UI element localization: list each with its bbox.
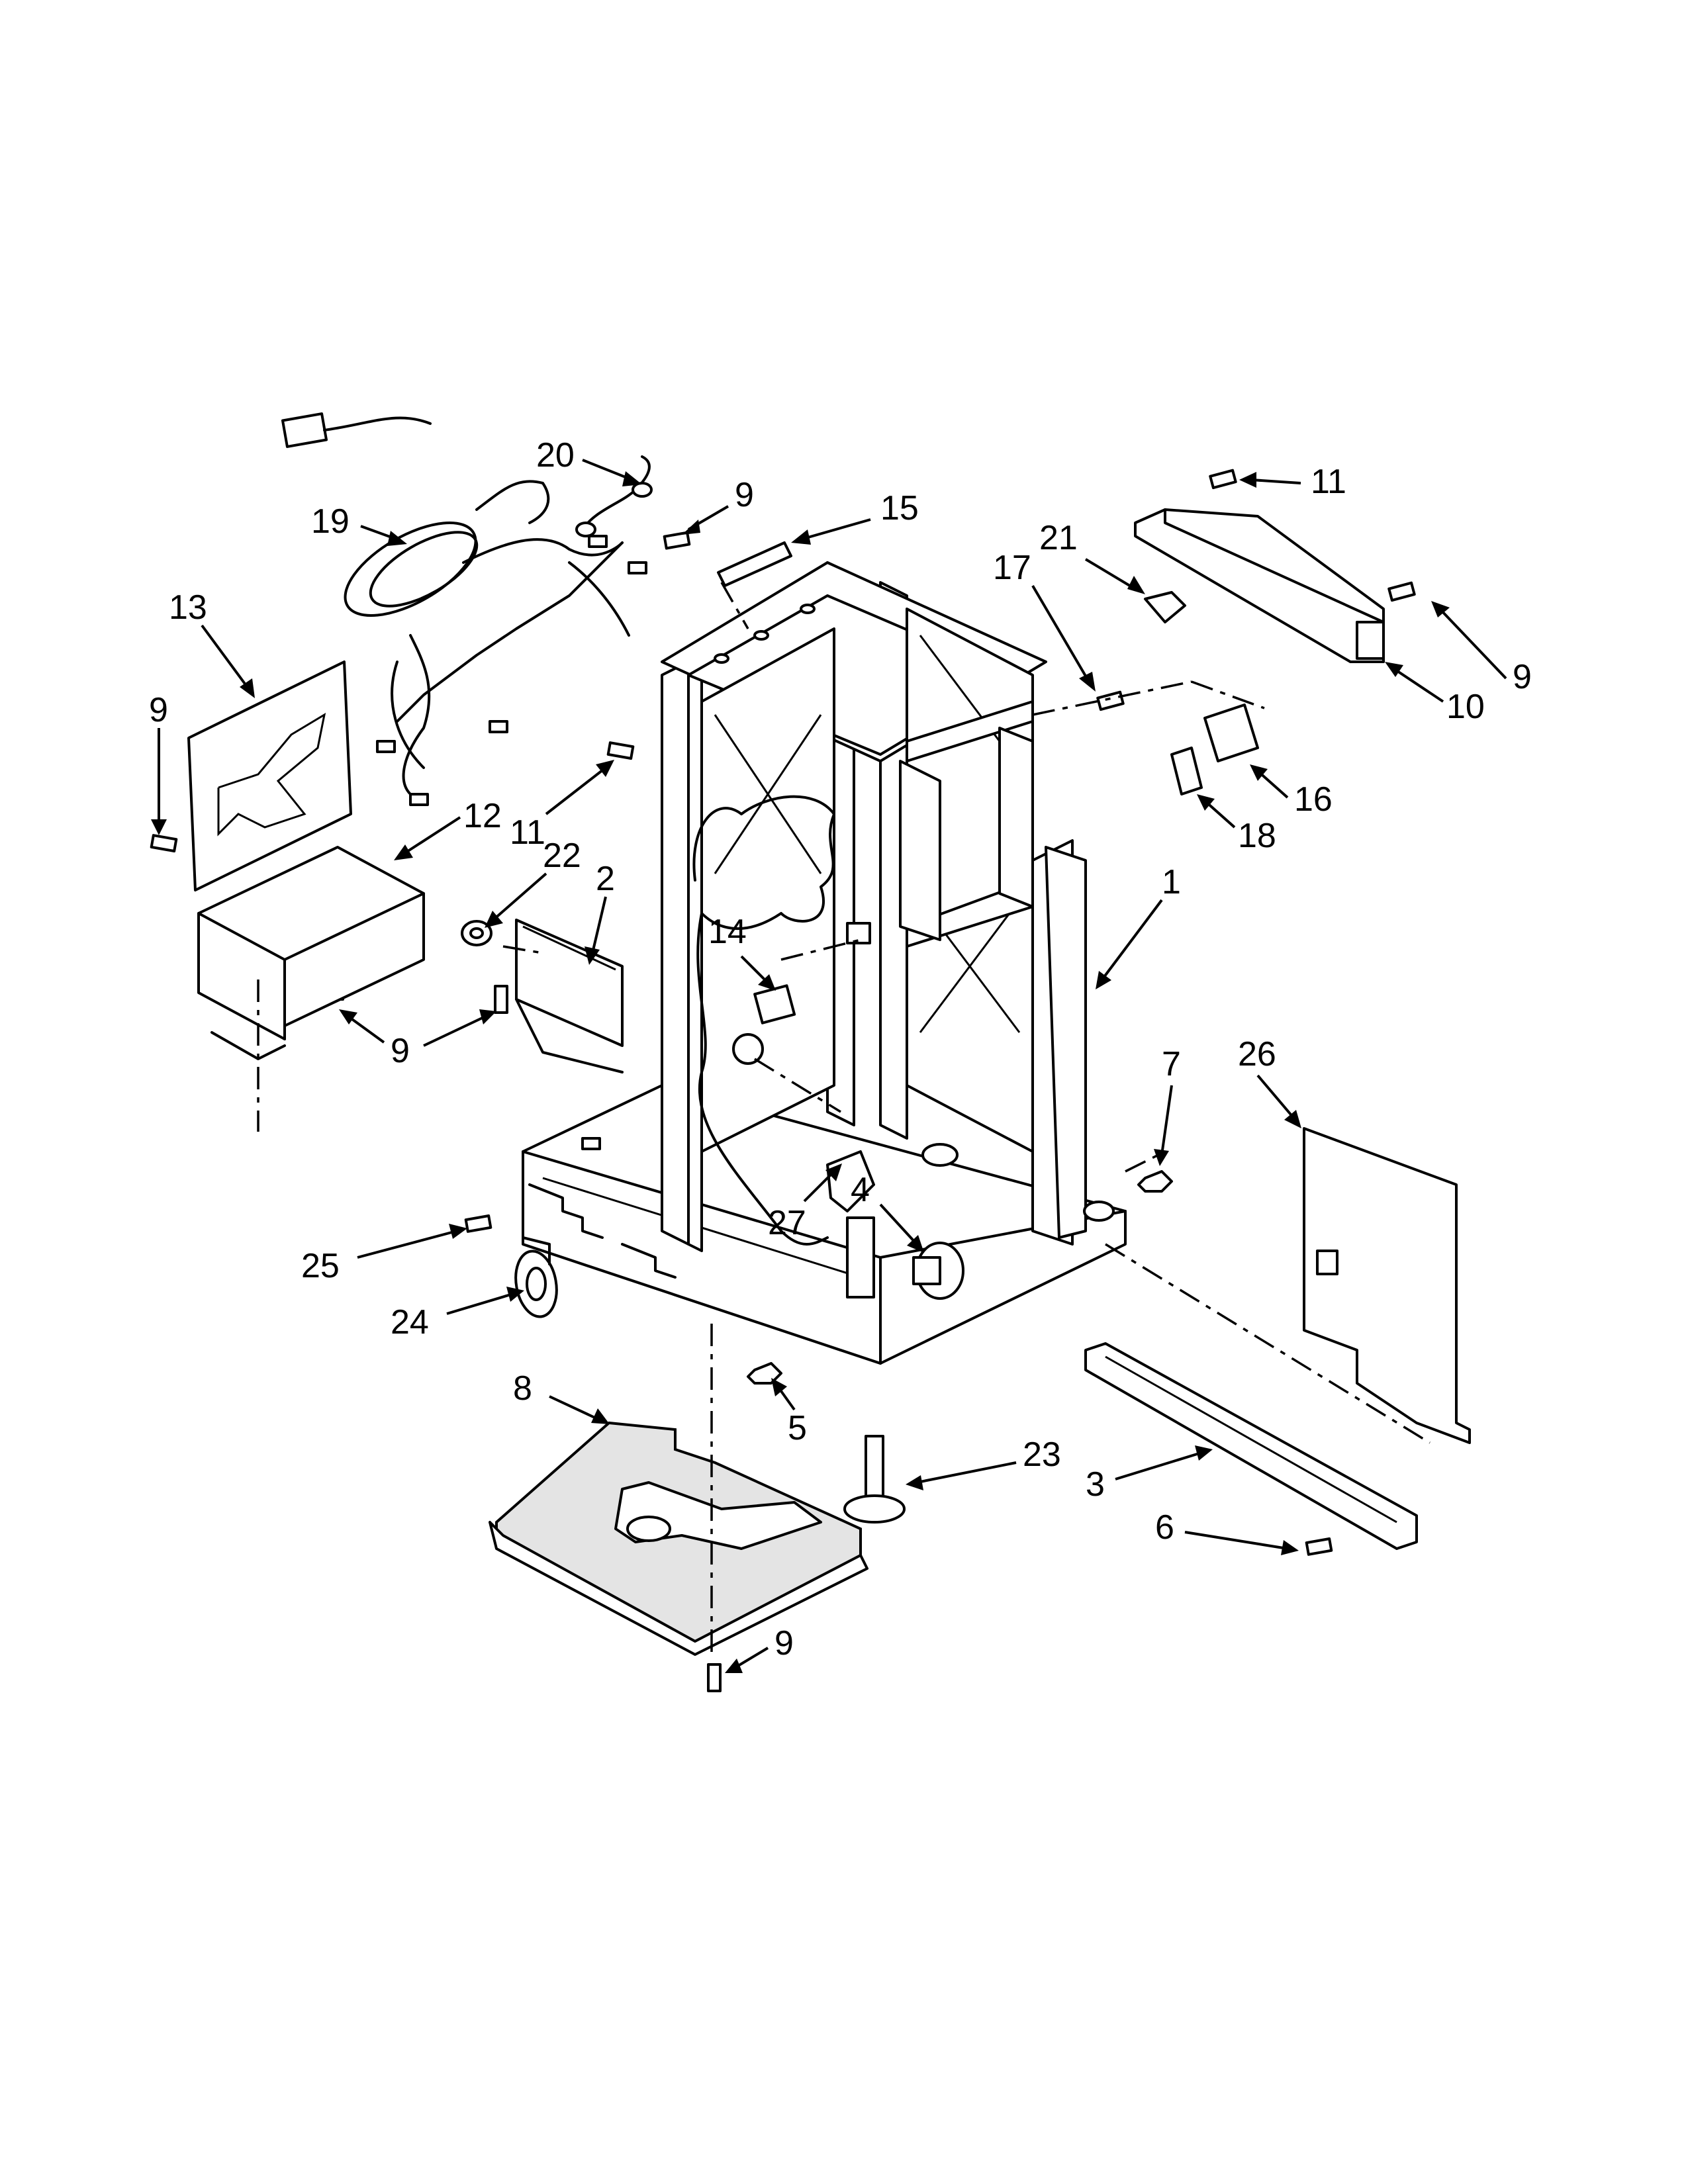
- side-panel: [1303, 1127, 1471, 1444]
- callout-9-right: 9: [1513, 658, 1532, 696]
- callout-26: 26: [1238, 1035, 1276, 1073]
- switch-assembly: [1144, 591, 1259, 796]
- callout-11-top: 11: [1311, 463, 1346, 501]
- callout-16: 16: [1294, 780, 1333, 819]
- callout-24: 24: [391, 1303, 429, 1342]
- control-box: [197, 846, 492, 1132]
- callout-19: 19: [311, 502, 350, 541]
- callout-8: 8: [513, 1369, 532, 1408]
- callout-13: 13: [169, 588, 207, 627]
- callout-25: 25: [301, 1247, 340, 1285]
- assembly-lines: [502, 582, 1430, 1444]
- leveling-leg: [843, 1435, 906, 1524]
- base-pan: [489, 1324, 868, 1656]
- callout-20: 20: [536, 436, 575, 475]
- callout-7: 7: [1162, 1045, 1181, 1083]
- callout-12: 12: [463, 797, 502, 835]
- callout-21: 21: [1039, 519, 1078, 557]
- callout-6: 6: [1155, 1508, 1174, 1547]
- callout-2: 2: [596, 860, 615, 898]
- caster-wheel: [514, 1236, 558, 1318]
- callout-9-top: 9: [735, 476, 754, 514]
- callout-9-bottom: 9: [774, 1624, 794, 1662]
- callout-5: 5: [788, 1409, 807, 1447]
- callout-17: 17: [993, 549, 1031, 587]
- callout-22: 22: [543, 837, 581, 875]
- callout-11-mid: 11: [510, 813, 545, 852]
- small-components: [753, 984, 964, 1300]
- callout-15: 15: [880, 489, 919, 527]
- cabinet-frame: [522, 561, 1127, 1365]
- callout-4: 4: [851, 1171, 870, 1209]
- callout-14: 14: [708, 913, 747, 951]
- rear-panel: [187, 660, 352, 891]
- callout-1: 1: [1162, 863, 1181, 901]
- base-rail: [1084, 1342, 1418, 1550]
- top-bracket: [717, 541, 792, 587]
- top-right-bracket: [1134, 508, 1385, 663]
- callout-3: 3: [1086, 1465, 1105, 1504]
- wire-harness: [281, 412, 647, 806]
- callout-9-left: 9: [149, 691, 168, 729]
- callout-18: 18: [1238, 817, 1276, 855]
- callout-9-mid: 9: [391, 1032, 410, 1070]
- callouts: 20 19 9 15 11 17 21 9 10 13 9 12: [149, 436, 1532, 1673]
- callout-23: 23: [1023, 1435, 1061, 1474]
- callout-27: 27: [768, 1204, 806, 1242]
- mounting-bracket: [515, 919, 624, 1073]
- ground-wire: [575, 455, 653, 537]
- callout-10: 10: [1446, 688, 1485, 726]
